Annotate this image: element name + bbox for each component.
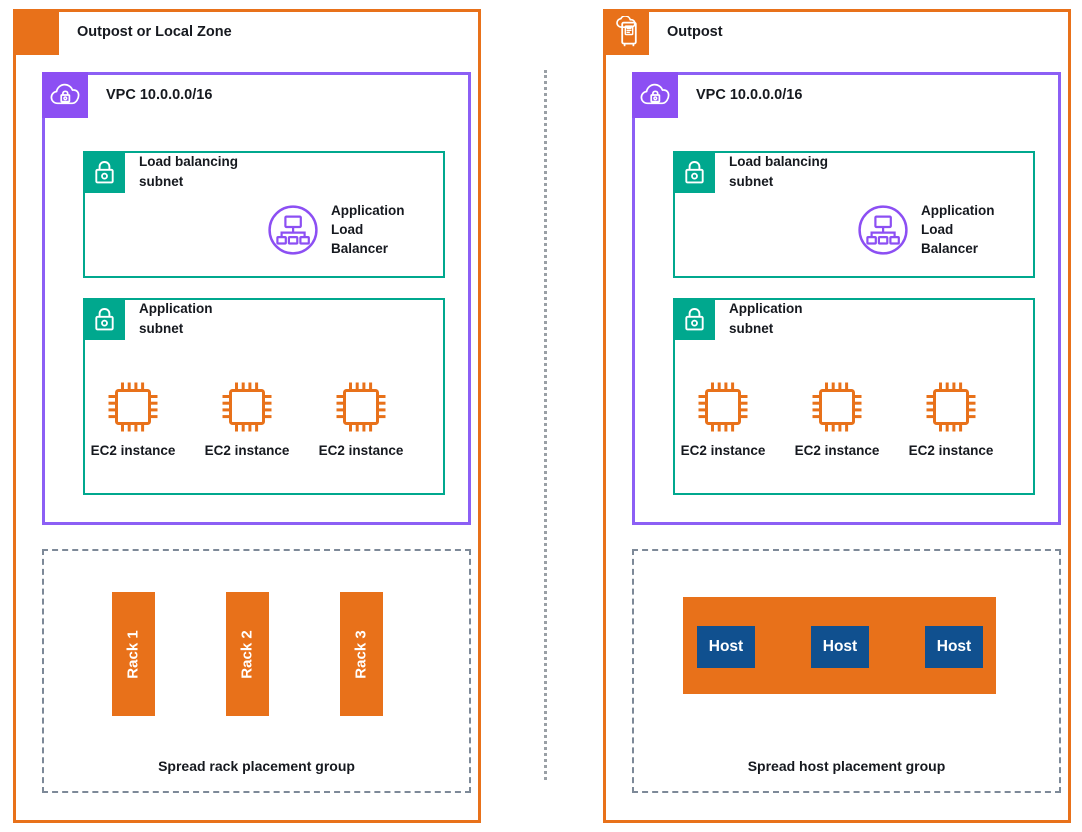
vpc-title-left: VPC 10.0.0.0/16 [106, 87, 213, 103]
vpc-header-left: VPC 10.0.0.0/16 [42, 72, 212, 118]
ec2-instance-label: EC2 instance [90, 443, 176, 458]
placement-group-label-right: Spread host placement group [747, 758, 946, 774]
ec2-instance-label: EC2 instance [318, 443, 404, 458]
subnet-header-app-left: Application subnet [83, 298, 213, 340]
outpost-rack-icon [603, 9, 649, 55]
subnet-lock-icon [673, 151, 715, 193]
ec2-instance-icon [108, 382, 158, 432]
subnet-lock-icon [83, 151, 125, 193]
ec2-instance-icon [812, 382, 862, 432]
placement-group-label-left: Spread rack placement group [158, 758, 355, 774]
subnet-header-lb-right: Load balancing subnet [673, 151, 828, 193]
panel-header-right: Outpost [603, 9, 723, 55]
ec2-instance-icon [926, 382, 976, 432]
vpc-header-right: VPC 10.0.0.0/16 [632, 72, 802, 118]
host-label: Host [822, 638, 858, 655]
host-1: Host [697, 626, 755, 668]
subnet-title-app-left: Application subnet [139, 301, 213, 336]
vpc-cloud-lock-icon [632, 72, 678, 118]
ec2-instance-label: EC2 instance [204, 443, 290, 458]
host-2: Host [811, 626, 869, 668]
application-load-balancer-icon [857, 204, 909, 256]
ec2-instance-left-2: EC2 instance [192, 378, 302, 458]
ec2-instance-label: EC2 instance [908, 443, 994, 458]
subnet-title-lb-left: Load balancing subnet [139, 154, 239, 189]
subnet-lock-icon [673, 298, 715, 340]
subnet-header-app-right: Application subnet [673, 298, 803, 340]
subnet-load-balancing-left: Load balancing subnet [83, 151, 445, 278]
subnet-lock-icon [83, 298, 125, 340]
application-load-balancer-label-left: Application Load Balancer [331, 203, 405, 257]
vpc-title-right: VPC 10.0.0.0/16 [696, 87, 803, 103]
subnet-header-lb-left: Load balancing subnet [83, 151, 238, 193]
rack-3: Rack 3 [340, 592, 383, 716]
vpc-box-left: VPC 10.0.0.0/16 Load balancing subnet [42, 72, 471, 525]
host-label: Host [708, 638, 744, 655]
application-load-balancer-right: Application Load Balancer [857, 201, 995, 258]
ec2-instance-icon [222, 382, 272, 432]
panel-title-left: Outpost or Local Zone [77, 24, 232, 40]
application-load-balancer-label-right: Application Load Balancer [921, 203, 995, 257]
ec2-instance-label: EC2 instance [794, 443, 880, 458]
outpost-local-zone-badge [13, 9, 59, 55]
ec2-instance-left-3: EC2 instance [306, 378, 416, 458]
rack-label: Rack 1 [125, 629, 142, 679]
rack-label: Rack 2 [239, 629, 256, 679]
application-load-balancer-left: Application Load Balancer [267, 201, 405, 258]
panel-header-left: Outpost or Local Zone [13, 9, 232, 55]
host-3: Host [925, 626, 983, 668]
rack-label: Rack 3 [353, 629, 370, 679]
ec2-instance-right-3: EC2 instance [896, 378, 1006, 458]
ec2-instance-icon [698, 382, 748, 432]
application-load-balancer-icon [267, 204, 319, 256]
rack-1: Rack 1 [112, 592, 155, 716]
subnet-title-lb-right: Load balancing subnet [729, 154, 829, 189]
ec2-instance-icon [336, 382, 386, 432]
ec2-instance-left-1: EC2 instance [78, 378, 188, 458]
rack-2: Rack 2 [226, 592, 269, 716]
subnet-load-balancing-right: Load balancing subnet [673, 151, 1035, 278]
panel-title-right: Outpost [667, 24, 723, 40]
panel-divider [544, 70, 547, 780]
ec2-instance-right-1: EC2 instance [668, 378, 778, 458]
vpc-cloud-lock-icon [42, 72, 88, 118]
subnet-title-app-right: Application subnet [729, 301, 803, 336]
host-label: Host [936, 638, 972, 655]
ec2-instance-right-2: EC2 instance [782, 378, 892, 458]
ec2-instance-label: EC2 instance [680, 443, 766, 458]
